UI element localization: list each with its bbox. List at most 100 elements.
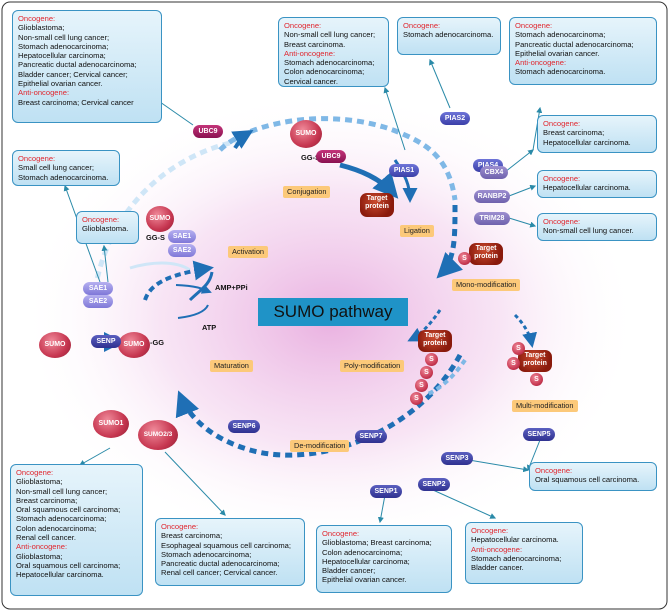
item: Stomach adenocarcinoma; bbox=[16, 514, 107, 524]
item: Hepatocellular carcinoma. bbox=[471, 535, 559, 545]
protein-senp5: SENP5 bbox=[523, 428, 555, 441]
heading-oncogene: Oncogene: bbox=[16, 468, 54, 477]
protein-senp7: SENP7 bbox=[355, 430, 387, 443]
box-senp2: Oncogene: Hepatocellular carcinoma. Anti… bbox=[465, 522, 583, 584]
protein-sae1-complex: SAE1 bbox=[168, 230, 196, 243]
sumo23-ball: SUMO2/3 bbox=[138, 420, 178, 450]
item: Epithelial ovarian cancer. bbox=[322, 575, 407, 585]
item: Stomach adenocarcinoma. bbox=[18, 172, 109, 182]
stage-poly-modification: Poly-modification bbox=[340, 360, 405, 372]
heading-oncogene: Oncogene: bbox=[284, 21, 322, 30]
protein-pias2: PIAS2 bbox=[440, 112, 470, 125]
box-sae1: Oncogene: Glioblastoma. bbox=[76, 211, 139, 244]
box-sae2: Oncogene: Small cell lung cancer; Stomac… bbox=[12, 150, 120, 186]
protein-senp6: SENP6 bbox=[228, 420, 260, 433]
sumo-activation-label: SUMO bbox=[149, 215, 171, 222]
stage-maturation: Maturation bbox=[210, 360, 253, 372]
heading-oncogene: Oncogene: bbox=[471, 526, 509, 535]
protein-sae2-side: SAE2 bbox=[83, 295, 113, 308]
item: Colon adenocarcinoma; bbox=[16, 523, 97, 533]
s-poly-2: S bbox=[420, 366, 433, 379]
box-senp1: Oncogene: Glioblastoma; Breast carcinoma… bbox=[316, 525, 452, 593]
s-mono: S bbox=[458, 252, 471, 265]
item: Hepatocellular carcinoma; bbox=[322, 556, 410, 566]
item: Stomach adenocarcinoma; bbox=[284, 58, 375, 68]
box-pias2: Oncogene: Stomach adenocarcinoma. bbox=[397, 17, 501, 55]
item: Bladder cancer; bbox=[322, 566, 376, 576]
item: Non-small cell lung cancer; bbox=[18, 32, 110, 42]
item: Pancreatic ductal adenocarcinoma; bbox=[515, 39, 634, 49]
gg-tail-label: -GG bbox=[150, 338, 164, 347]
item: Bladder cancer. bbox=[471, 563, 524, 573]
target-ligation-line1: Target bbox=[366, 195, 388, 202]
s-poly-3: S bbox=[415, 379, 428, 392]
item: Colon adenocarcinoma; bbox=[284, 67, 365, 77]
heading-oncogene: Oncogene: bbox=[18, 154, 56, 163]
item: Stomach adenocarcinoma; bbox=[471, 553, 562, 563]
item: Glioblastoma; bbox=[16, 477, 63, 487]
stage-de-modification: De-modification bbox=[290, 440, 350, 452]
heading-anti-oncogene: Anti-oncogene: bbox=[471, 544, 523, 554]
protein-sae1-side: SAE1 bbox=[83, 282, 113, 295]
target-multi-line1: Target bbox=[524, 352, 546, 359]
heading-anti-oncogene: Anti-oncogene: bbox=[16, 542, 68, 552]
activation-arrow bbox=[143, 260, 214, 301]
item: Oral squamous cell carcinoma; bbox=[16, 560, 121, 570]
sumo23-ball-label: SUMO2/3 bbox=[143, 431, 173, 438]
protein-trim28: TRIM28 bbox=[474, 212, 510, 225]
item: Oral squamous cell carcinoma; bbox=[16, 505, 121, 515]
item: Breast carcinoma; bbox=[161, 531, 223, 541]
protein-senp1: SENP1 bbox=[370, 485, 402, 498]
sumo-conjugation: SUMO bbox=[290, 120, 322, 148]
item: Renal cell cancer; Cervical cancer. bbox=[161, 568, 278, 578]
item: Glioblastoma; Breast carcinoma; bbox=[322, 538, 432, 548]
cycle-arc-right bbox=[436, 204, 463, 279]
sumo1-ball-label: SUMO1 bbox=[98, 420, 124, 427]
item: Small cell lung cancer; bbox=[18, 163, 94, 173]
target-poly-line1: Target bbox=[424, 332, 446, 339]
stage-activation: Activation bbox=[228, 246, 269, 258]
heading-oncogene: Oncogene: bbox=[18, 14, 56, 23]
box-pias4: Oncogene: Stomach adenocarcinoma; Pancre… bbox=[509, 17, 657, 85]
target-poly-line2: protein bbox=[423, 340, 447, 347]
stage-multi-modification: Multi-modification bbox=[512, 400, 578, 412]
item: Hepatocellular carcinoma. bbox=[16, 570, 104, 580]
pathway-title: SUMO pathway bbox=[258, 298, 408, 326]
item: Non-small cell lung cancer; bbox=[16, 486, 108, 496]
box-ranbp2: Oncogene: Hepatocellular carcinoma. bbox=[537, 170, 657, 198]
item: Pancreatic ductal adenocarcinoma; bbox=[161, 559, 280, 569]
protein-senp2: SENP2 bbox=[418, 478, 450, 491]
target-ligation-line2: protein bbox=[365, 203, 389, 210]
sumo-conjugation-label: SUMO bbox=[295, 130, 317, 137]
item: Glioblastoma; bbox=[16, 551, 63, 561]
item: Renal cell cancer. bbox=[16, 533, 76, 543]
protein-senp3: SENP3 bbox=[441, 452, 473, 465]
sumo-mature-label: SUMO bbox=[123, 341, 145, 348]
protein-ubc9-cycle: UBC9 bbox=[193, 125, 223, 138]
item: Stomach adenocarcinoma; bbox=[515, 30, 606, 40]
heading-oncogene: Oncogene: bbox=[515, 21, 553, 30]
item: Breast carcinoma; bbox=[543, 128, 605, 138]
item: Hepatocellular carcinoma; bbox=[18, 51, 106, 61]
item: Non-small cell lung cancer; bbox=[284, 30, 376, 40]
cycle-arc-top-left bbox=[92, 137, 246, 291]
heading-oncogene: Oncogene: bbox=[543, 174, 581, 183]
heading-oncogene: Oncogene: bbox=[535, 466, 573, 475]
box-cbx4: Oncogene: Breast carcinoma; Hepatocellul… bbox=[537, 115, 657, 153]
heading-oncogene: Oncogene: bbox=[161, 522, 199, 531]
s-poly-4: S bbox=[410, 392, 423, 405]
stage-conjugation: Conjugation bbox=[283, 186, 331, 198]
box-sumo23: Oncogene: Breast carcinoma; Esophageal s… bbox=[155, 518, 305, 586]
protein-pias1: PIAS1 bbox=[389, 164, 419, 177]
sumo-activation: SUMO bbox=[146, 206, 174, 232]
item: Bladder cancer; Cervical cancer; bbox=[18, 69, 128, 79]
heading-oncogene: Oncogene: bbox=[543, 119, 581, 128]
protein-ranbp2: RANBP2 bbox=[474, 190, 510, 203]
cycle-arc-bottom bbox=[175, 353, 463, 458]
item: Glioblastoma. bbox=[82, 224, 129, 234]
protein-senp: SENP bbox=[91, 335, 121, 348]
